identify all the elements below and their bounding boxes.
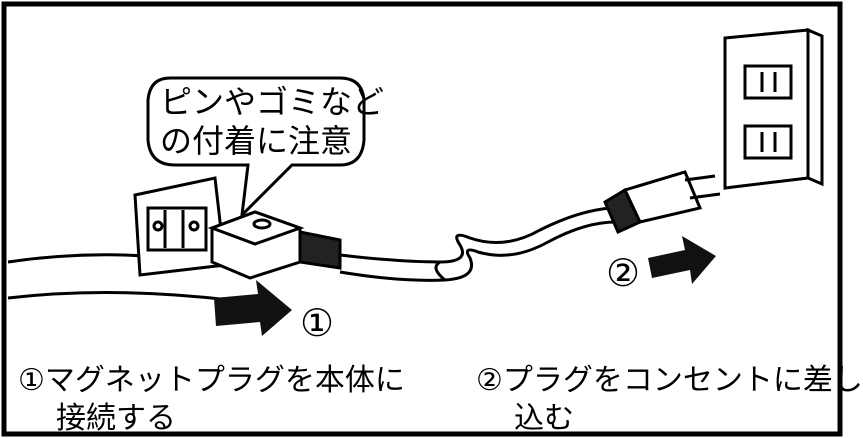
callout-bubble: ピンやゴミなど の付着に注意 <box>146 76 384 220</box>
step-1-caption-line-2: 接続する <box>56 401 176 436</box>
step-2-caption-line-1: ②プラグをコンセントに差し <box>476 363 863 398</box>
wall-plug-icon <box>603 170 721 234</box>
step-1-caption: ①マグネットプラグを本体に 接続する <box>18 362 405 438</box>
step-2-caption-line-2: 込む <box>514 401 574 436</box>
step-1-marker: ① <box>300 301 334 345</box>
arrow-right-icon <box>214 280 292 336</box>
setup-illustration: ピンやゴミなど の付着に注意 ① ② <box>1 1 843 437</box>
power-cord-icon <box>339 206 617 282</box>
step-2-marker: ② <box>606 251 640 295</box>
wall-outlet-icon <box>723 27 824 190</box>
step-2-caption: ②プラグをコンセントに差し 込む <box>476 362 863 438</box>
arrow-right-icon <box>648 236 716 284</box>
callout-line-1: ピンやゴミなど <box>160 83 384 121</box>
magnet-plug-icon <box>207 210 342 280</box>
illustration-frame <box>1 1 843 437</box>
callout-line-2: の付着に注意 <box>160 122 352 160</box>
step-1-caption-line-1: ①マグネットプラグを本体に <box>18 363 405 398</box>
